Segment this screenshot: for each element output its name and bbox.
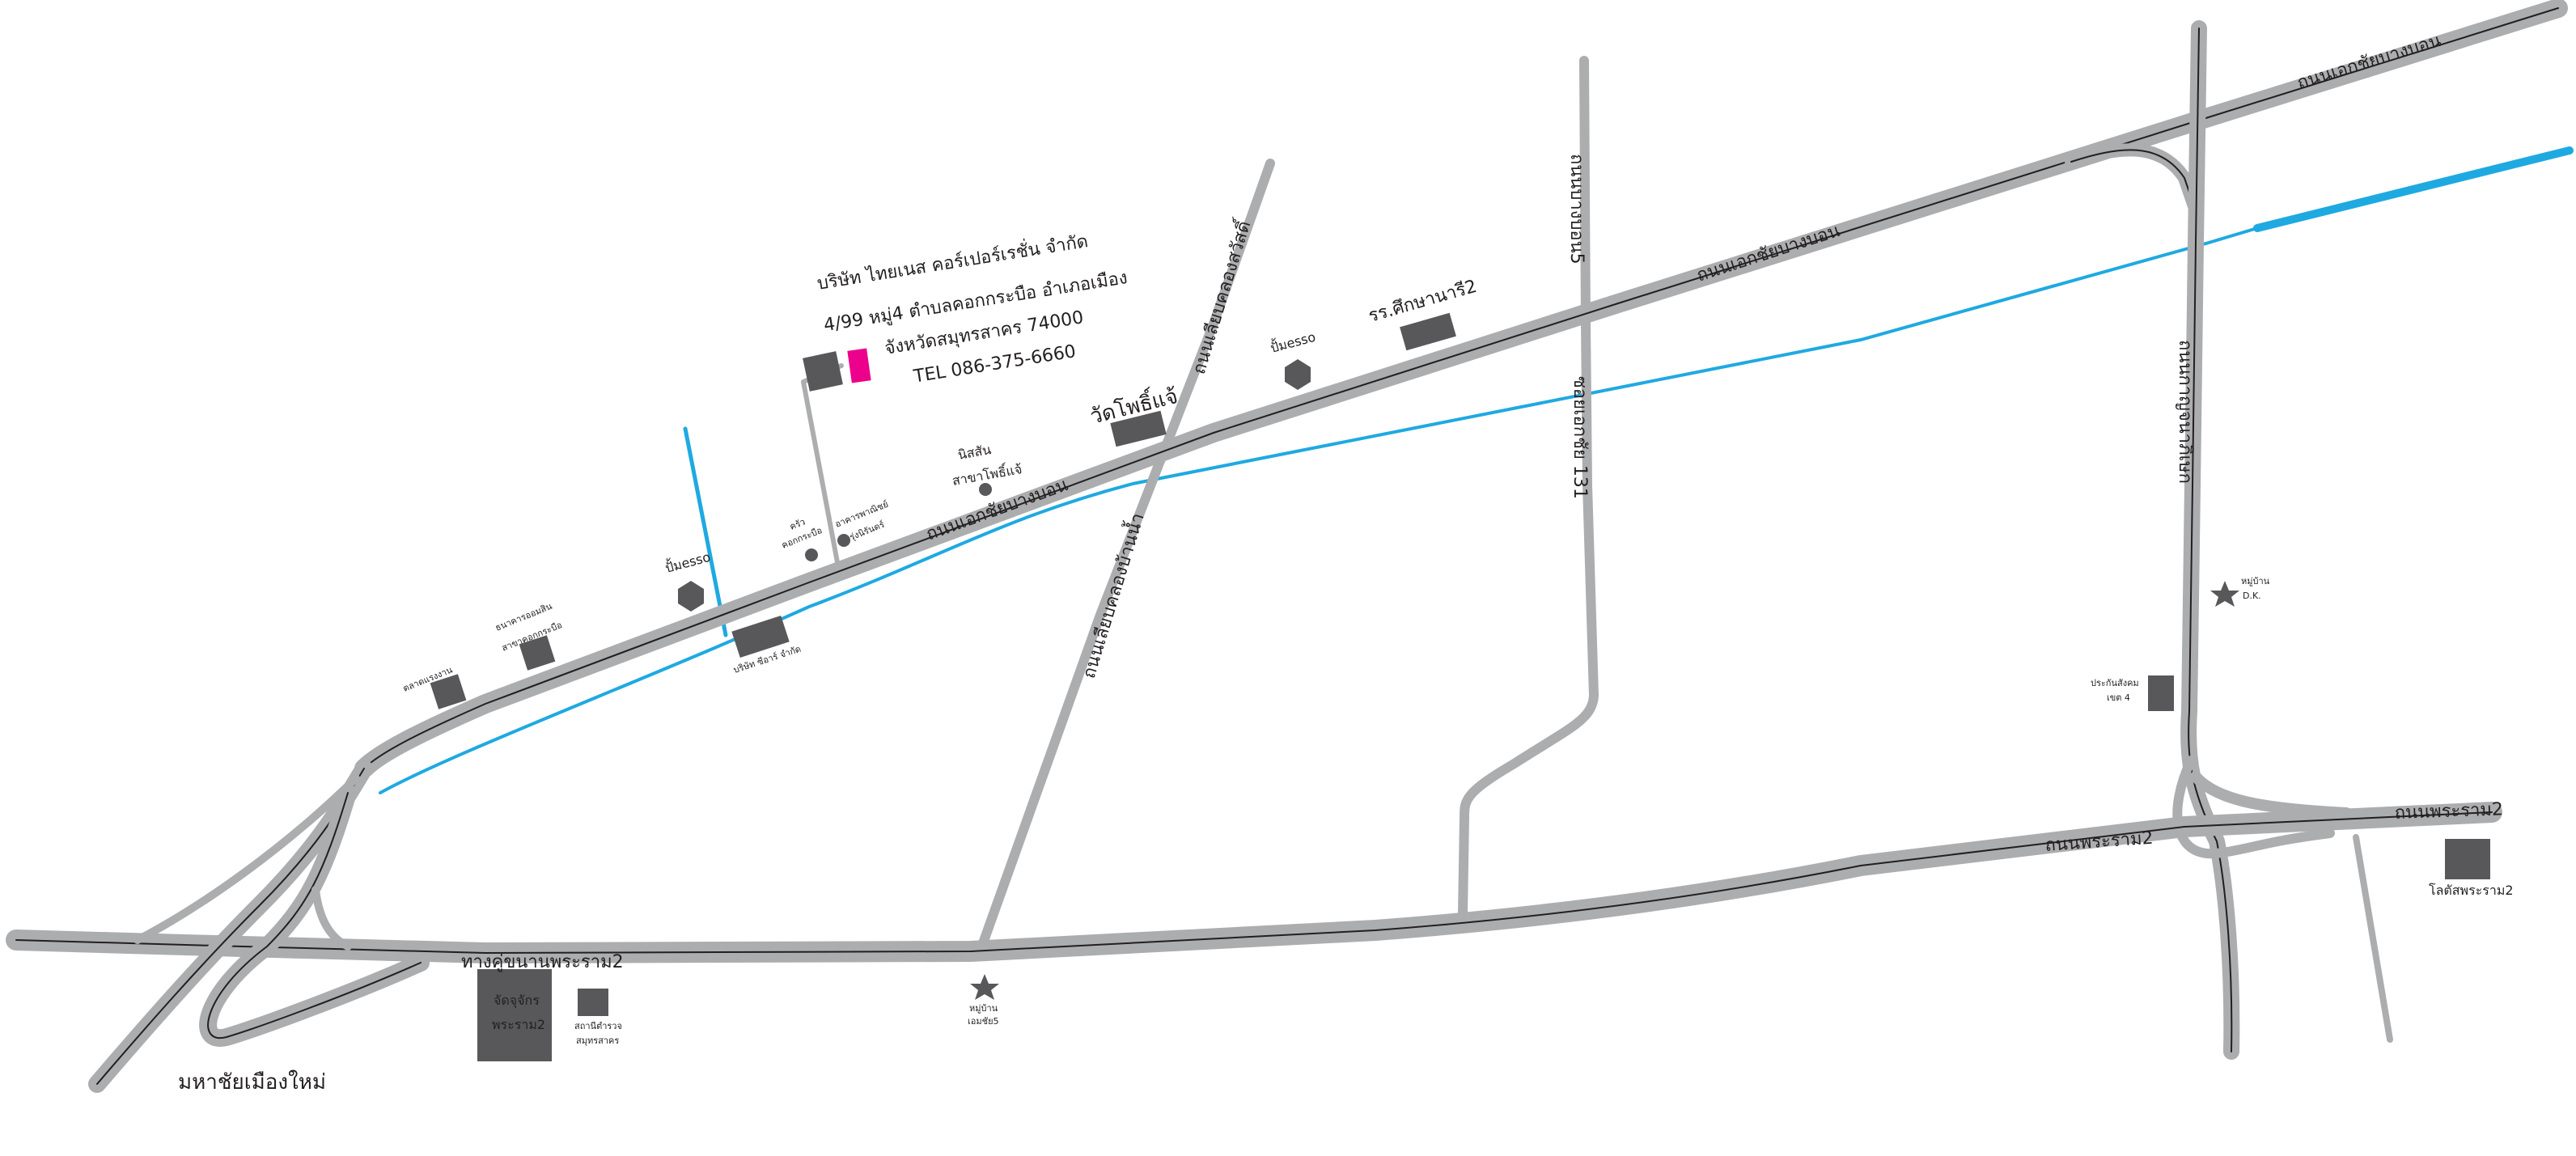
- label-village-2-line2: D.K.: [2243, 591, 2261, 601]
- police-station-building: [578, 989, 608, 1016]
- west-slip-road: [133, 774, 360, 944]
- label-nissan-line1: นิสสัน: [956, 442, 992, 463]
- label-checkpoint-line2: พระราม2: [492, 1017, 545, 1032]
- rama2-centerline: [15, 811, 2493, 955]
- ramp-centerline: [2070, 149, 2195, 207]
- label-village-1-line1: หมู่บ้าน: [969, 1003, 998, 1014]
- nissan-dot-icon: [979, 483, 992, 496]
- ptt-dot-icon: [805, 548, 818, 561]
- label-insurance-line2: เขต 4: [2107, 692, 2130, 703]
- wat-phochae-building: [1110, 410, 1167, 447]
- label-village-1-line2: เอมชัย5: [968, 1016, 999, 1027]
- road-label-ekkachai-3: ถนนเอกชัยบางบอน: [2294, 31, 2443, 94]
- label-insurance-line1: ประกันสังคม: [2091, 678, 2139, 688]
- label-esso-1: ปั้มesso: [663, 548, 713, 576]
- road-label-khlong-sawasdee: ถนนเลียบคลองสวัสดิ์: [1186, 216, 1256, 377]
- label-ptt-line1: ครัว: [788, 516, 807, 531]
- road-label-khlong-ban-nam: ถนนเลียบคลองบ้านน้ำ: [1076, 510, 1149, 680]
- village-star-icon-1: [970, 974, 999, 1000]
- canal-line: [379, 227, 2259, 794]
- company-location-marker[interactable]: [847, 348, 871, 383]
- canal-line-thick: [2253, 146, 2574, 232]
- label-checkpoint-line1: จัดจุจักร: [494, 993, 540, 1009]
- esso-pump-icon-1: [678, 581, 704, 612]
- kanchanaphisek-centerline: [2188, 28, 2233, 1052]
- village-star-icon-2: [2210, 581, 2239, 607]
- esso-pump-icon-2: [1285, 359, 1311, 390]
- interchange-loop-east: [2190, 771, 2352, 819]
- insurance-building: [2148, 675, 2174, 711]
- sales-office-dot-icon: [837, 534, 850, 547]
- company-building-icon: [803, 351, 843, 392]
- road-label-rama2-b: ถนนพระราม2: [2394, 799, 2503, 824]
- label-police-line2: สมุทรสาคร: [576, 1035, 619, 1046]
- checkpoint-area: [477, 969, 552, 1061]
- interchange-ramp-north: [2065, 143, 2201, 213]
- factory-building: [731, 615, 790, 658]
- bank-building: [519, 635, 556, 671]
- interchange-loop-west: [2172, 756, 2335, 859]
- road-label-bang-bon-5: ถนนบางบอน5: [1566, 154, 1587, 265]
- label-police-line1: สถานีตำรวจ: [574, 1021, 622, 1031]
- label-school: รร.ศึกษานารี2: [1366, 277, 1480, 327]
- bang-bon-5-road: [1458, 56, 1599, 919]
- west-loop-centerline: [207, 792, 422, 1040]
- ekkachai-centerline: [363, 7, 2559, 769]
- lotus-side-road: [2353, 834, 2393, 1043]
- road-label-mahachai: มหาชัยเมืองใหม่: [178, 1070, 326, 1095]
- ekkachai-road: [354, 0, 2568, 778]
- west-slip-road-2: [311, 886, 352, 951]
- label-ptt-line2: คอกกระบือ: [780, 525, 824, 551]
- road-label-soi-ekkachai-131: ซอยเอกชัย 131: [1570, 376, 1590, 499]
- market-building: [430, 674, 467, 709]
- road-label-ekkachai-2: ถนนเอกชัยบางบอน: [1694, 221, 1842, 286]
- school-building: [1400, 312, 1456, 351]
- road-label-kanchanaphisek: ถนนกาญจนาภิเษก: [2175, 340, 2195, 484]
- label-village-2-line1: หมู่บ้าน: [2241, 576, 2270, 586]
- canal-branch: [683, 426, 728, 637]
- khlong-road: [974, 159, 1275, 959]
- road-label-frontage-rama2: ทางคู่ขนานพระราม2: [461, 952, 624, 972]
- lotus-building: [2445, 839, 2490, 879]
- label-lotus: โลตัสพระราม2: [2429, 883, 2514, 898]
- label-esso-2: ปั้มesso: [1269, 328, 1318, 356]
